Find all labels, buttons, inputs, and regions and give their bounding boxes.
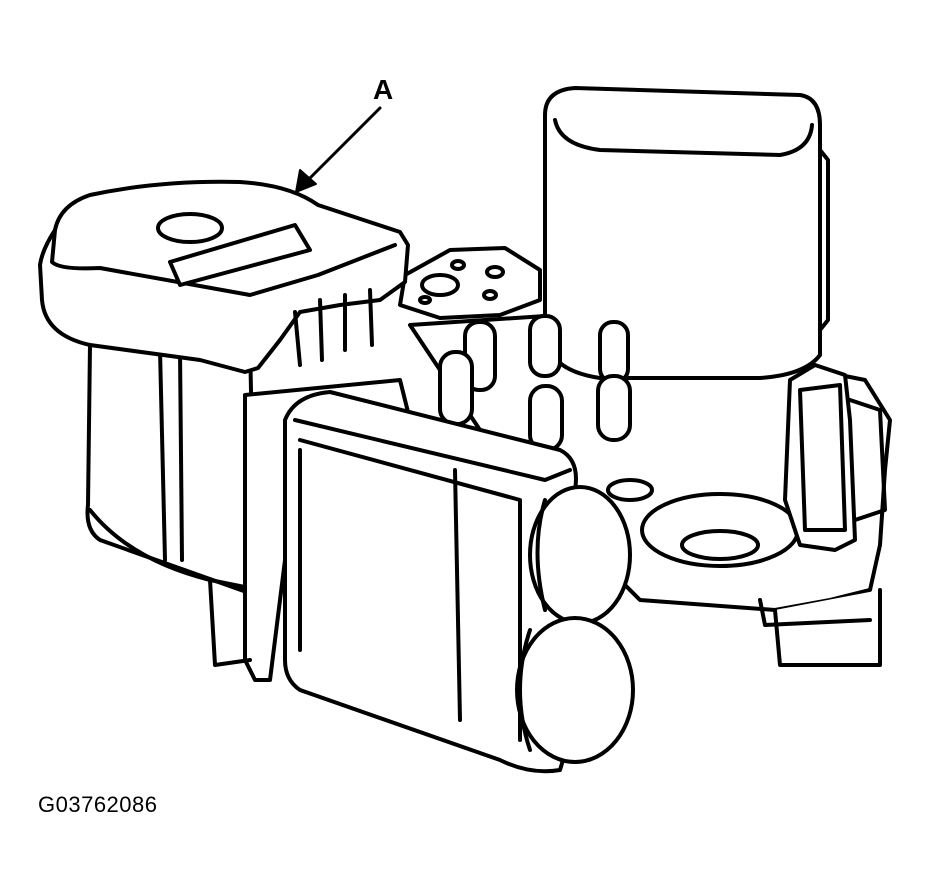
pump-motor-housing: [543, 86, 830, 380]
mounting-gasket: [398, 246, 542, 320]
control-module-a: [38, 179, 410, 374]
figure-id: G03762086: [38, 792, 158, 817]
callout-label-a: A: [373, 74, 394, 105]
right-connector: [783, 363, 887, 552]
valve-posts: [438, 314, 632, 452]
coil-caps: [515, 485, 635, 764]
solenoid-body: [85, 338, 262, 597]
callout-leader-arrow: [295, 106, 382, 193]
